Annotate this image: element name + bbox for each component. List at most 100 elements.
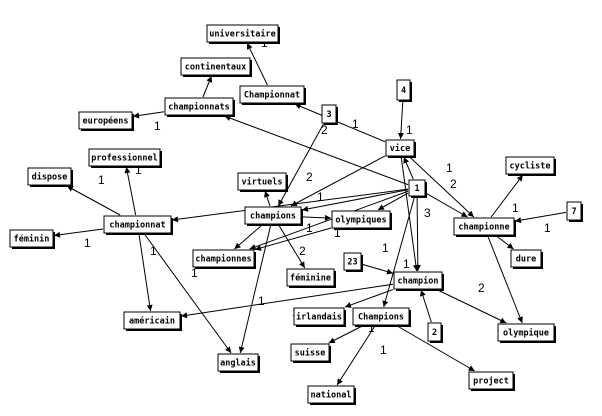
edge-championne-to-olympique <box>487 235 523 324</box>
node-box <box>468 371 514 390</box>
node-champion: champion <box>393 271 444 291</box>
node-box <box>307 385 355 404</box>
node-suisse: suisse <box>290 343 331 363</box>
node-box <box>497 323 555 342</box>
node-label: 1 <box>414 184 419 194</box>
node-championnat: championnat <box>103 215 173 235</box>
node-label: professionnel <box>91 153 158 164</box>
edge-weight-label: 1 <box>368 321 375 335</box>
node-label: 4 <box>401 86 406 96</box>
node-label: 23 <box>347 258 357 268</box>
node-n3: 3 <box>321 104 338 125</box>
edge-champions-to-olympiques <box>301 214 332 221</box>
edge-weight-label: 1 <box>154 119 161 133</box>
node-project: project <box>468 371 515 391</box>
edge-weight-label: 1 <box>403 257 410 271</box>
edge-n23-to-champion <box>361 263 394 275</box>
edge-weight-label: 1 <box>84 236 91 250</box>
node-n7: 7 <box>566 201 583 222</box>
edge-weight-label: 1 <box>150 244 157 258</box>
node-national: national <box>307 385 356 405</box>
node-box <box>566 201 582 221</box>
nodes-layer: universitaire continentaux championnats Cha… <box>9 24 583 405</box>
node-box <box>206 24 279 43</box>
edge-championnat-to-dispose <box>66 185 121 216</box>
edge-champions-to-feminine <box>278 224 306 269</box>
node-dure: dure <box>510 249 543 269</box>
node-feminin: féminin <box>9 229 55 249</box>
node-label: irlandais <box>296 312 342 323</box>
node-virtuels: virtuels <box>237 172 288 192</box>
edge-champion-to-irlandais <box>344 289 394 308</box>
node-championnes: championnes <box>192 249 256 269</box>
node-box <box>103 215 172 234</box>
edges-layer <box>53 42 567 386</box>
node-n23: 23 <box>343 252 363 272</box>
node-label: 2 <box>432 328 437 338</box>
edge-championne-to-cycliste <box>490 174 524 218</box>
node-continentaux: continentaux <box>180 57 252 77</box>
node-label: olympiques <box>335 215 386 226</box>
node-n1: 1 <box>408 179 427 198</box>
edge-weight-label: 1 <box>258 294 265 308</box>
edge-n1-to-championnat <box>171 188 409 223</box>
edge-n1-to-champion <box>414 196 421 272</box>
edge-n7-to-championne <box>514 211 567 224</box>
node-box <box>396 79 411 101</box>
node-championnats: championnats <box>164 97 235 117</box>
node-label: suisse <box>295 348 326 359</box>
edge-vice-to-Championnat <box>294 103 386 143</box>
edge-Champions-to-national <box>336 325 376 386</box>
node-box <box>290 343 330 362</box>
edge-vice-to-championne <box>409 156 475 218</box>
node-vice: vice <box>385 139 416 158</box>
edge-champion-to-olympique <box>437 289 507 324</box>
edge-weight-label: 2 <box>321 123 328 137</box>
edge-champions-to-championnes <box>234 224 263 250</box>
node-label: américain <box>129 316 175 327</box>
node-box <box>88 148 161 167</box>
node-box <box>385 139 415 157</box>
edge-n1-to-championnes <box>249 190 409 250</box>
edge-weight-label: 2 <box>299 244 306 258</box>
edge-Championnat-to-universitaire <box>246 42 268 86</box>
edge-champions-to-virtuels <box>264 190 271 207</box>
node-box <box>217 353 259 372</box>
node-box <box>239 85 305 104</box>
edge-weight-label: 2 <box>478 281 485 295</box>
edge-weight-label: 1 <box>382 241 389 255</box>
node-label: universitaire <box>209 29 276 40</box>
node-box <box>393 271 443 290</box>
node-americain: américain <box>123 311 182 331</box>
node-irlandais: irlandais <box>293 307 346 327</box>
edge-weight-label: 1 <box>334 226 341 240</box>
node-box <box>164 97 234 116</box>
edge-n1-to-vice <box>403 156 414 180</box>
node-box <box>505 156 555 175</box>
node-label: vice <box>390 143 410 154</box>
edge-n1-to-Champions <box>382 196 415 308</box>
edge-weight-label: 1 <box>380 343 387 357</box>
edge-weight-label: 2 <box>450 177 457 191</box>
node-box <box>343 252 362 271</box>
edge-weight-label: 1 <box>98 173 105 187</box>
node-anglais: anglais <box>217 353 260 373</box>
node-n4: 4 <box>396 79 412 102</box>
node-label: Championnat <box>244 90 300 101</box>
edge-championne-to-dure <box>496 235 514 250</box>
node-box <box>123 311 181 330</box>
node-box <box>510 249 542 268</box>
node-label: project <box>473 376 509 387</box>
edge-weight-label: 1 <box>135 163 142 177</box>
edge-n1-to-championne <box>425 192 468 218</box>
node-box <box>180 57 251 76</box>
node-box <box>286 268 335 287</box>
node-label: dispose <box>32 172 68 183</box>
node-box <box>293 307 345 326</box>
node-universitaire: universitaire <box>206 24 280 44</box>
node-championne: championne <box>453 217 516 237</box>
node-box <box>78 111 133 130</box>
edge-champion-to-americain <box>180 283 394 319</box>
edge-weight-label: 2 <box>306 170 313 184</box>
edge-n1-to-olympiques <box>377 192 409 211</box>
